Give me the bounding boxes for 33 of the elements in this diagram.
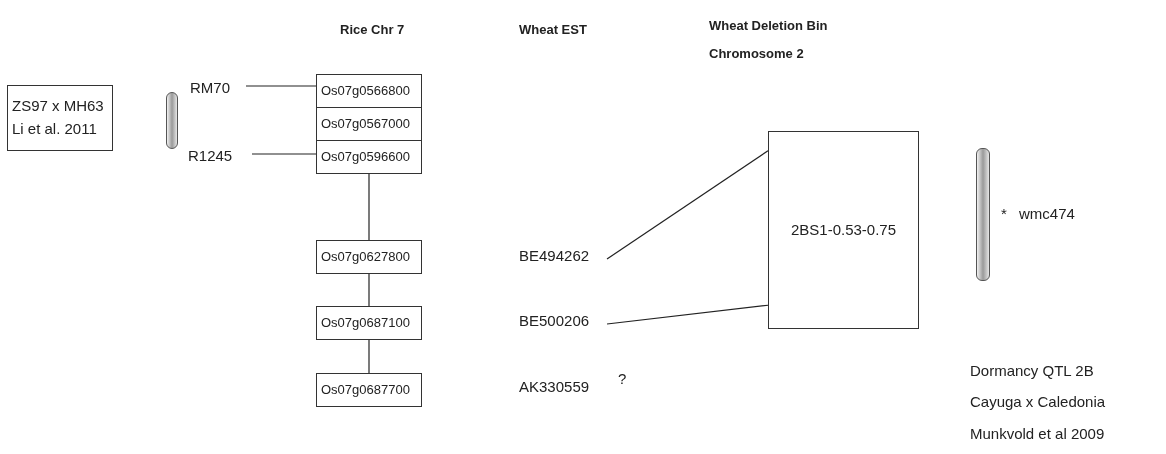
marker-label: RM70 — [190, 77, 242, 97]
column-heading: Wheat EST — [519, 21, 587, 39]
connector-line — [251, 153, 317, 155]
connector-line — [245, 85, 317, 87]
connector-line — [606, 150, 769, 260]
marker-label: BE500206 — [519, 310, 603, 332]
reference-text: ZS97 x MH63 — [12, 97, 105, 116]
note-text: Dormancy QTL 2B — [970, 361, 1094, 381]
chromosome-bar — [166, 92, 178, 149]
gene-box: Os07g0567000 — [316, 107, 422, 141]
column-heading: Rice Chr 7 — [340, 21, 405, 39]
connector-line — [606, 304, 769, 325]
column-heading: Wheat Deletion Bin Chromosome 2 — [709, 17, 829, 63]
connector-line — [368, 273, 370, 307]
connector-line — [368, 173, 370, 241]
chromosome-bar — [976, 148, 990, 281]
est-label: AK330559 — [519, 377, 590, 397]
note-text: Cayuga x Caledonia — [970, 392, 1106, 412]
asterisk-mark: * — [1001, 204, 1007, 224]
question-mark: ? — [618, 369, 627, 389]
marker-label: BE494262 — [519, 245, 603, 267]
reference-box — [7, 85, 113, 151]
marker-label: R1245 — [188, 145, 248, 165]
gene-box: Os07g0687700 — [316, 373, 422, 407]
connector-line — [368, 339, 370, 374]
gene-box: Os07g0687100 — [316, 306, 422, 340]
gene-box: Os07g0566800 — [316, 74, 422, 108]
gene-box: Os07g0596600 — [316, 140, 422, 174]
gene-box: Os07g0627800 — [316, 240, 422, 274]
reference-text: Li et al. 2011 — [12, 120, 98, 139]
note-text: Munkvold et al 2009 — [970, 424, 1105, 444]
deletion-bin-box: 2BS1-0.53-0.75 — [768, 131, 919, 329]
marker-label: wmc474 — [1019, 204, 1075, 224]
